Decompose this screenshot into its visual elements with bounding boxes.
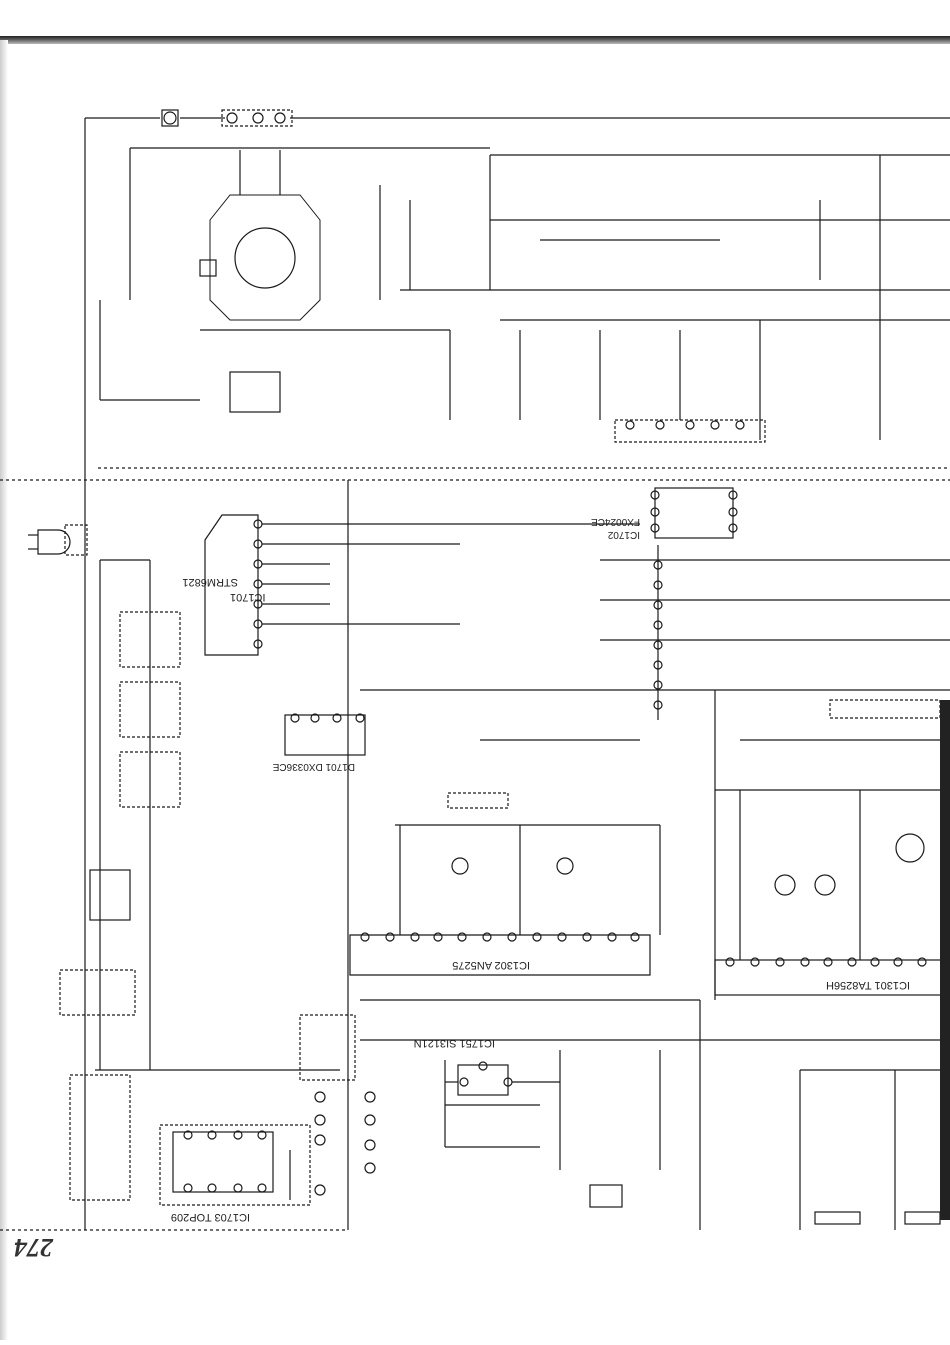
ic1302 — [349, 932, 651, 976]
audio-circuit — [360, 792, 950, 1230]
input-filters — [99, 559, 181, 1070]
d1701-bridge — [284, 713, 366, 756]
ic1702-ref: IC1702 — [607, 529, 640, 540]
upper-circuit — [99, 147, 950, 443]
frame — [0, 117, 950, 1231]
ic1701 — [204, 514, 640, 656]
ic1701-label: IC1701 — [230, 591, 265, 603]
ic1702 — [650, 487, 738, 539]
page-number: 274 — [14, 1233, 53, 1262]
ic1301-label: IC1301 TA8256H — [826, 979, 910, 991]
ic1301 — [714, 789, 950, 996]
connector-p1801 — [161, 109, 293, 127]
ic1751-label: IC1751 SI3121N — [414, 1037, 495, 1049]
scan-edge — [0, 36, 950, 44]
ac-plug — [28, 524, 88, 556]
ic1701-part: STRM6821 — [182, 576, 238, 588]
scan-left-edge — [0, 40, 8, 1340]
scan-right-edge — [940, 700, 950, 1220]
ic1703 — [159, 1091, 376, 1206]
bottom-left-circuit — [59, 869, 356, 1201]
ic1702-part: FX0024CE — [591, 516, 640, 527]
secondary-taps — [360, 545, 950, 1000]
ic1751 — [444, 1060, 560, 1148]
d1701-label: D1701 DX0336CE — [272, 761, 355, 772]
ic1703-label: IC1703 TOP209 — [171, 1211, 250, 1223]
ic1302-label: IC1302 AN5275 — [452, 959, 530, 971]
flyback-transformer — [199, 150, 321, 321]
bottom-right-circuit — [559, 1050, 950, 1230]
